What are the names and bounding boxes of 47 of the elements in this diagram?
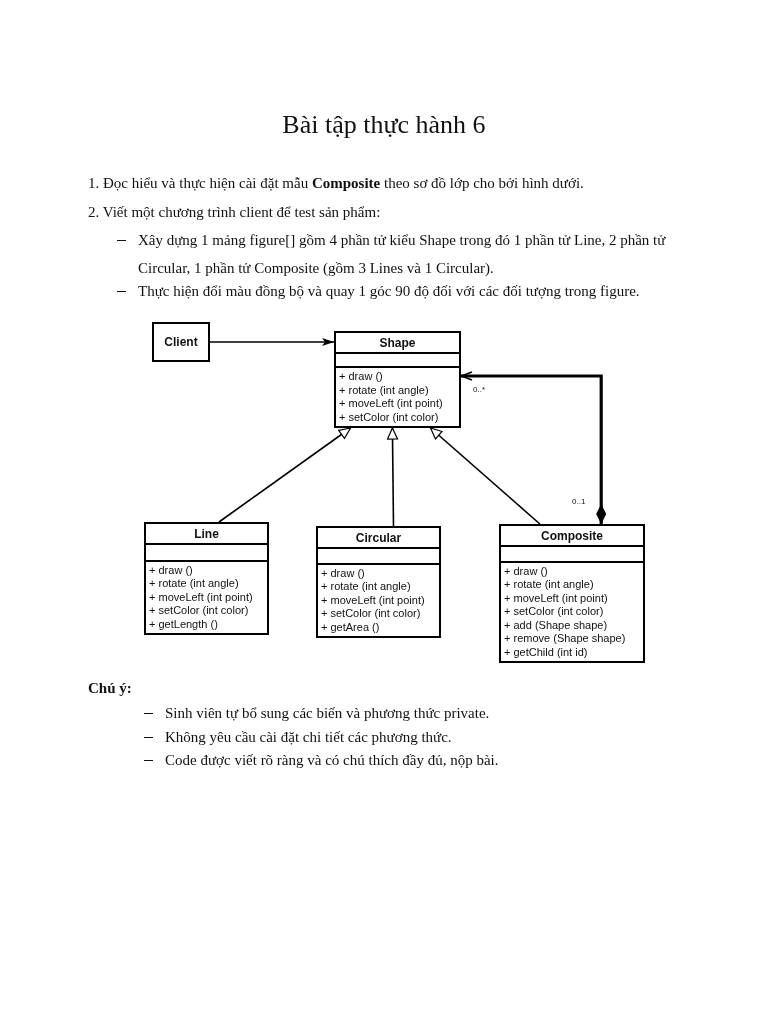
class-box	[499, 524, 645, 663]
association-arrow	[209, 337, 335, 346]
class-box	[334, 331, 461, 428]
method-text: + getChild (int id)	[504, 645, 588, 659]
inheritance-arrow	[429, 427, 541, 525]
method-text: + moveLeft (int point)	[339, 397, 443, 411]
inheritance-arrow	[218, 427, 352, 523]
method-text: + remove (Shape shape)	[504, 632, 626, 646]
method-text: + moveLeft (int point)	[504, 591, 608, 605]
method-text: + add (Shape shape)	[504, 618, 608, 632]
method-text: + draw ()	[504, 564, 548, 578]
method-text: + rotate (int angle)	[149, 577, 239, 591]
actor-box	[152, 322, 210, 362]
note-heading: Chú ý:	[88, 679, 133, 698]
inheritance-arrow	[386, 427, 399, 527]
class-box	[316, 526, 441, 638]
class-name: Line	[194, 527, 219, 541]
method-text: + getLength ()	[149, 617, 218, 631]
method-text: + draw ()	[149, 563, 193, 577]
multiplicity-label: 0..1	[572, 497, 587, 506]
method-text: + rotate (int angle)	[504, 578, 594, 592]
paragraph: Xây dựng 1 mảng figure[] gồm 4 phần tử kiểu Shape trong đó 1 phần tử Line, 2 phần tử Circular, 1 phần tử Composite (gồm 3 Lines và 1 Circular).	[138, 231, 667, 278]
method-text: + moveLeft (int point)	[321, 593, 425, 607]
paragraph: Code được viết rõ ràng và có chú thích đầy đủ, nộp bài.	[165, 751, 500, 770]
aggregation-line	[460, 371, 607, 524]
method-text: + rotate (int angle)	[339, 383, 429, 397]
method-text: + setColor (int color)	[149, 604, 249, 618]
paragraph: Sinh viên tự bổ sung các biến và phương thức private.	[165, 704, 491, 723]
paragraph: 2. Viết một chương trình client để test sản phẩm:	[88, 203, 382, 222]
method-text: + setColor (int color)	[339, 410, 439, 424]
page-title: Bài tập thực hành 6	[281, 110, 487, 140]
paragraph: 1. Đọc hiểu và thực hiện cài đặt mẫu Composite theo sơ đồ lớp cho bởi hình dưới.	[88, 174, 585, 193]
paragraph: Thực hiện đổi màu đồng bộ và quay 1 góc 90 độ đối với các đối tượng trong figure.	[138, 282, 641, 301]
method-text: + rotate (int angle)	[321, 580, 411, 594]
paragraph: Không yêu cầu cài đặt chi tiết các phương thức.	[165, 728, 453, 747]
method-text: + setColor (int color)	[504, 605, 604, 619]
class-name: Client	[164, 335, 198, 349]
method-text: + draw ()	[339, 370, 383, 384]
class-name: Shape	[379, 336, 416, 350]
method-text: + getArea ()	[321, 620, 380, 634]
method-text: + draw ()	[321, 566, 365, 580]
method-text: + setColor (int color)	[321, 607, 421, 621]
class-name: Circular	[355, 531, 402, 545]
class-box	[144, 522, 269, 635]
method-text: + moveLeft (int point)	[149, 590, 253, 604]
class-name: Composite	[541, 529, 603, 543]
multiplicity-label: 0..*	[473, 385, 486, 394]
